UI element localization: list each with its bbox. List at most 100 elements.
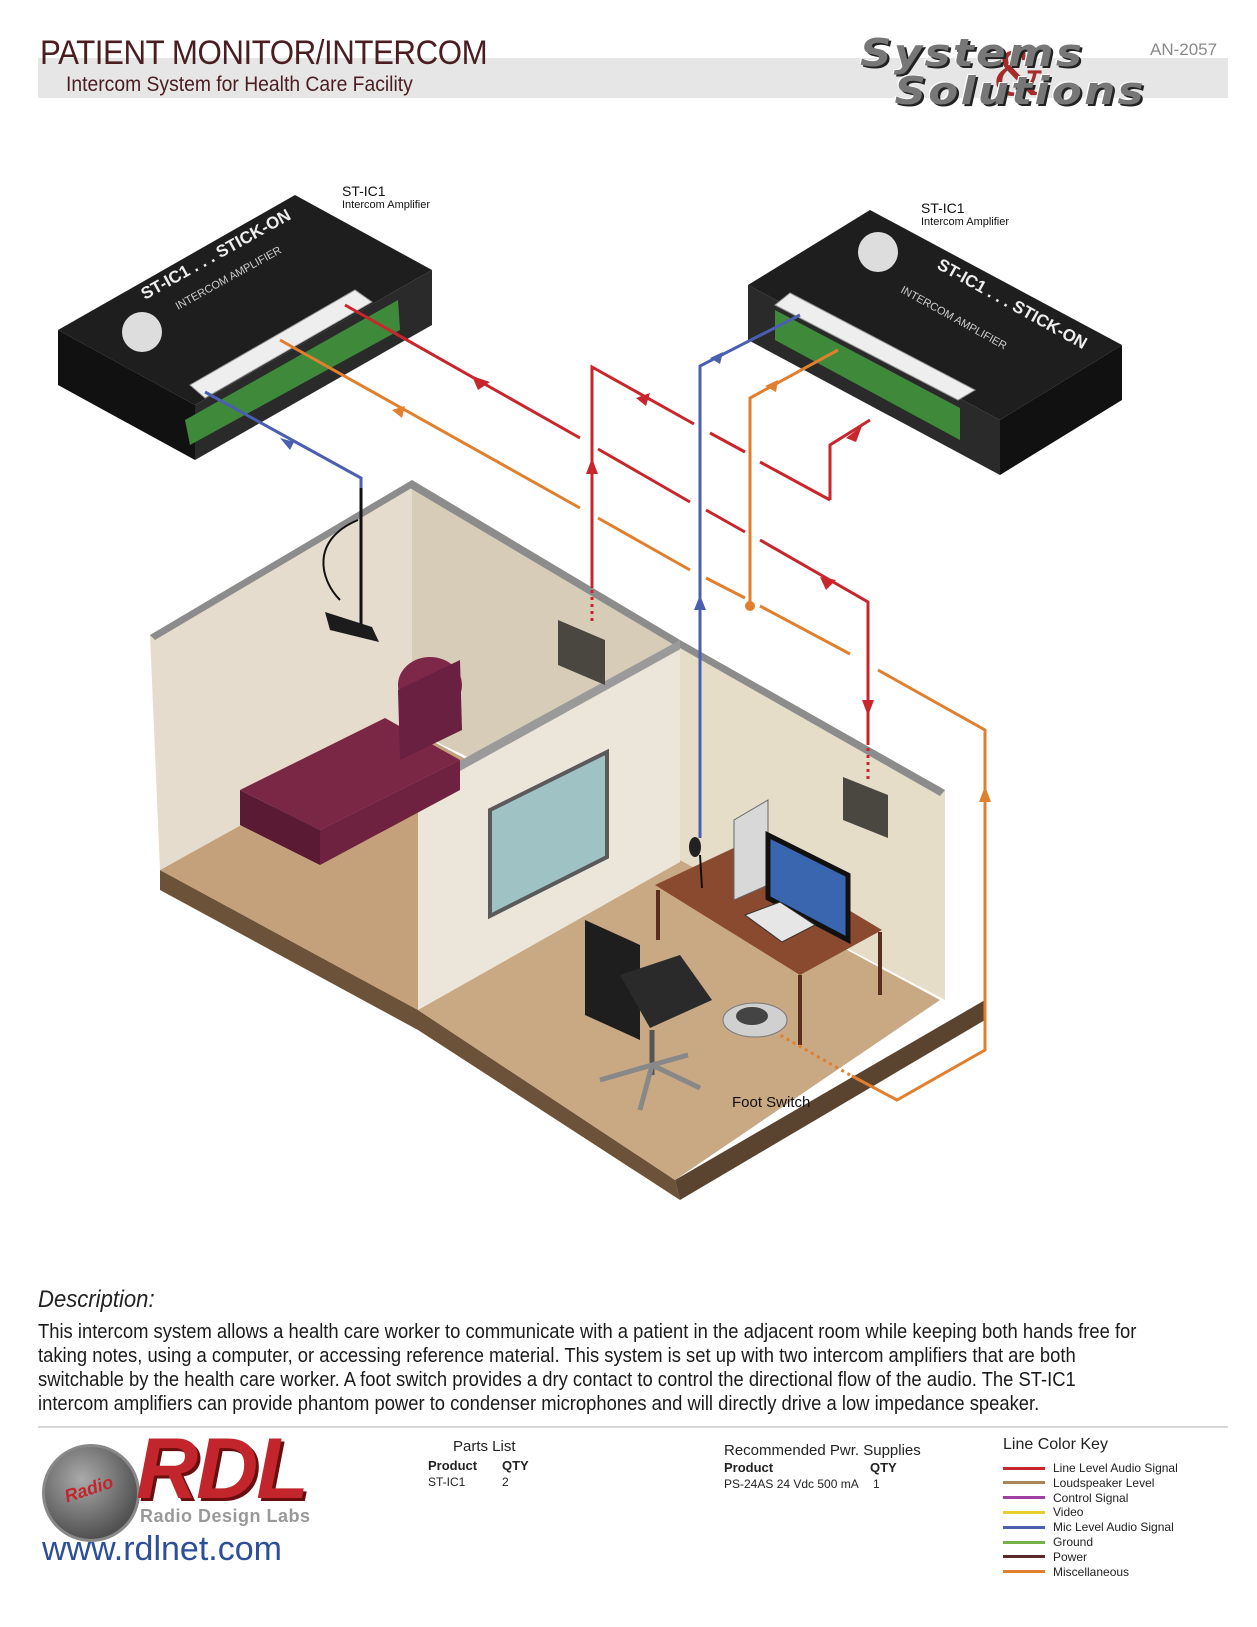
amplifier-left: ST-IC1 . . . STICK-ON INTERCOM AMPLIFIER [58, 195, 432, 460]
line-key-item: Miscellaneous [1003, 1565, 1129, 1579]
parts-header-product: Product [428, 1458, 478, 1473]
office-back-wall [680, 640, 945, 1000]
speaker-patient-room [558, 620, 605, 685]
parts-header-qty: QTY [502, 1458, 529, 1473]
rooms [150, 480, 985, 1200]
wire-misc-1 [279, 338, 581, 510]
wire-line-level-1c [705, 508, 746, 534]
website-link[interactable]: www.rdlnet.com [42, 1530, 282, 1568]
amp-left-pcb [185, 300, 400, 445]
chair-seat [620, 955, 712, 1028]
arrow-icon [862, 700, 874, 716]
wire-mic-level-2 [698, 313, 801, 838]
desk-mic-stand [699, 854, 703, 889]
foot-switch-label: Foot Switch [732, 1094, 811, 1111]
header-band [38, 58, 1228, 98]
foot-switch-pedal [736, 1007, 768, 1025]
page-title: PATIENT MONITOR/INTERCOM [40, 34, 488, 72]
intercom-diagram: ST-IC1 . . . STICK-ON INTERCOM AMPLIFIER… [58, 195, 1122, 1200]
wire-line-level-2c [709, 431, 746, 454]
amp-left-front [58, 330, 195, 460]
wire-arrows [280, 352, 991, 802]
brand-line-2: Solutions [894, 69, 1146, 113]
power-row-product: PS-24AS 24 Vdc 500 mA [724, 1477, 859, 1491]
floor-front-edge [418, 1010, 680, 1200]
line-key-swatch [1003, 1525, 1045, 1529]
rdl-logo-text: RDL [136, 1421, 309, 1517]
amp-right-terminals [774, 292, 977, 401]
line-key-item: Video [1003, 1505, 1083, 1519]
partition-wall-top [414, 640, 686, 792]
line-key-swatch [1003, 1481, 1045, 1485]
line-key-swatch [1003, 1496, 1045, 1500]
parts-list-title: Parts List [453, 1438, 516, 1455]
window [488, 748, 609, 920]
line-key-swatch [1003, 1466, 1045, 1470]
doc-code: AN-2057 [1150, 40, 1218, 59]
chair-back [585, 920, 640, 1040]
amplifier-right: ST-IC1 . . . STICK-ON INTERCOM AMPLIFIER [748, 210, 1122, 475]
line-key-label: Miscellaneous [1053, 1564, 1130, 1579]
arrow-icon [586, 458, 598, 474]
line-key-item: Loudspeaker Level [1003, 1476, 1154, 1490]
patient-room-back-wall-left [150, 480, 412, 870]
keyboard [743, 901, 816, 943]
line-key-swatch [1003, 1540, 1045, 1544]
power-header-product: Product [724, 1460, 774, 1475]
power-supplies-title: Recommended Pwr. Supplies [724, 1442, 921, 1459]
floor-front-edge-right [675, 1000, 985, 1200]
line-key-item: Ground [1003, 1535, 1093, 1549]
amp-left-top [58, 195, 432, 405]
amp-right-logo [858, 232, 898, 272]
wire-misc-2 [748, 348, 839, 606]
rdl-seal-logo [42, 1444, 140, 1542]
parts-row-qty: 2 [502, 1475, 509, 1489]
page-subtitle: Intercom System for Health Care Facility [66, 73, 413, 96]
line-key-label: Video [1053, 1505, 1084, 1520]
arrow-icon [820, 577, 836, 590]
office-wall-top [680, 640, 945, 796]
bed-headrest [398, 660, 462, 760]
line-key-item: Power [1003, 1550, 1087, 1564]
line-key-label: Mic Level Audio Signal [1053, 1520, 1174, 1535]
arrow-icon [979, 786, 991, 802]
footer-divider [38, 1426, 1228, 1428]
line-key-label: Power [1053, 1549, 1088, 1564]
amp-right-front [1000, 345, 1122, 475]
monitor [765, 830, 851, 945]
line-color-key-title: Line Color Key [1003, 1436, 1108, 1453]
patient-room-wall-top-left [150, 480, 415, 640]
brand-ampersand: & [992, 40, 1046, 110]
arrow-icon [765, 380, 778, 392]
wire-junction [745, 601, 755, 611]
amp-right-top [748, 210, 1122, 420]
wire-misc-1b [597, 516, 691, 572]
systems-solutions-logo: Systems Solutions [860, 34, 1146, 110]
amp-left-desc: Intercom Amplifier [342, 199, 431, 211]
bed-side [240, 790, 320, 865]
arrow-icon [392, 406, 405, 418]
wiring [204, 303, 987, 1102]
wire-line-level-1d [759, 538, 870, 745]
power-row-qty: 1 [873, 1477, 880, 1491]
bed-front [320, 760, 460, 865]
line-key-swatch [1003, 1555, 1045, 1559]
amp-left-terminals [189, 289, 373, 399]
line-key-label: Ground [1053, 1535, 1094, 1549]
arrow-icon [694, 595, 706, 610]
line-key-item: Mic Level Audio Signal [1003, 1520, 1174, 1534]
line-key-label: Control Signal [1053, 1490, 1129, 1505]
wire-line-level-1b [597, 447, 691, 504]
amp-right-desc: Intercom Amplifier [921, 216, 1010, 228]
line-key-item: Control Signal [1003, 1491, 1128, 1505]
speaker-office [843, 777, 888, 838]
amp-right-model: ST-IC1 [921, 200, 965, 216]
line-key-swatch [1003, 1510, 1045, 1514]
desk-mic [689, 837, 701, 857]
amp-left-model: ST-IC1 [342, 183, 386, 199]
wire-mic-level-1 [204, 390, 363, 488]
line-key-label: Loudspeaker Level [1053, 1475, 1155, 1490]
arrow-icon [846, 426, 862, 442]
wire-line-level-2b [759, 460, 831, 502]
wire-line-level-1 [344, 303, 581, 440]
